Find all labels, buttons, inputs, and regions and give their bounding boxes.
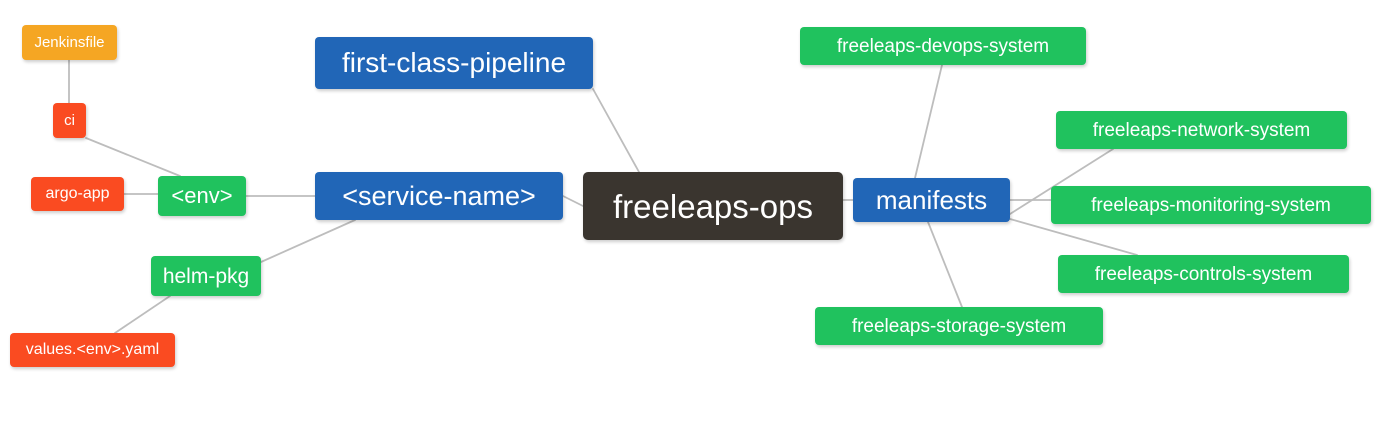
node-jenkinsfile[interactable]: Jenkinsfile	[22, 25, 117, 60]
node-values-yaml[interactable]: values.<env>.yaml	[10, 333, 175, 367]
edge-root-to-first-class	[592, 88, 640, 173]
edge-service-name-to-helm-pkg	[260, 219, 356, 263]
node-monitoring[interactable]: freeleaps-monitoring-system	[1051, 186, 1371, 224]
edge-helm-pkg-to-values-yaml	[114, 295, 171, 334]
edge-manifests-to-storage	[927, 221, 963, 308]
edge-env-to-ci	[85, 137, 181, 177]
node-helm-pkg[interactable]: helm-pkg	[151, 256, 261, 296]
node-manifests[interactable]: manifests	[853, 178, 1010, 222]
edge-manifests-to-devops	[914, 64, 943, 179]
node-env[interactable]: <env>	[158, 176, 246, 216]
node-devops[interactable]: freeleaps-devops-system	[800, 27, 1086, 65]
node-network[interactable]: freeleaps-network-system	[1056, 111, 1347, 149]
node-service-name[interactable]: <service-name>	[315, 172, 563, 220]
node-argo-app[interactable]: argo-app	[31, 177, 124, 211]
node-controls[interactable]: freeleaps-controls-system	[1058, 255, 1349, 293]
node-first-class[interactable]: first-class-pipeline	[315, 37, 593, 89]
node-ci[interactable]: ci	[53, 103, 86, 138]
edge-root-to-service-name	[562, 195, 584, 207]
edge-manifests-to-network	[1009, 148, 1114, 215]
edge-manifests-to-controls	[1009, 218, 1138, 256]
node-storage[interactable]: freeleaps-storage-system	[815, 307, 1103, 345]
node-root[interactable]: freeleaps-ops	[583, 172, 843, 240]
